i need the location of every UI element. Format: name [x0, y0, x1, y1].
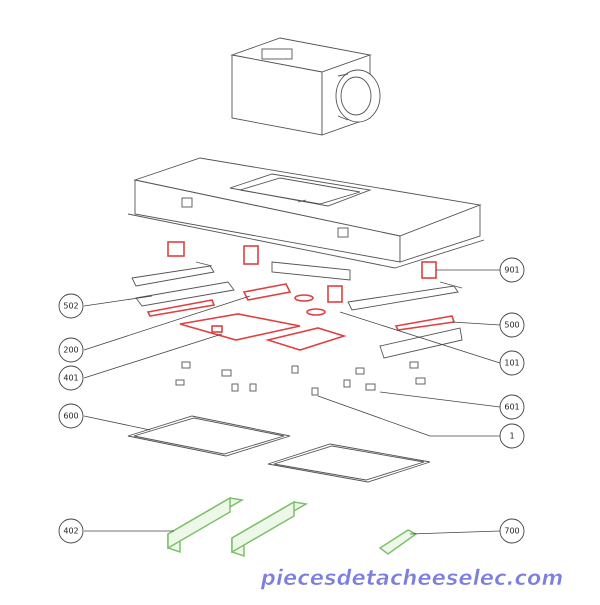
callout-700-label: 700 — [504, 527, 519, 536]
callout-401: 401 — [58, 365, 84, 391]
callout-601-label: 601 — [504, 403, 519, 412]
callout-700: 700 — [499, 518, 525, 544]
callout-500: 500 — [499, 312, 525, 338]
callout-402-label: 402 — [63, 527, 78, 536]
callout-601: 601 — [499, 394, 525, 420]
bottom-panels — [127, 415, 431, 483]
callout-502: 502 — [58, 293, 84, 319]
callout-401-label: 401 — [63, 374, 78, 383]
callout-502-label: 502 — [63, 302, 78, 311]
callout-500-label: 500 — [504, 321, 519, 330]
callout-200: 200 — [58, 337, 84, 363]
callout-901: 901 — [499, 257, 525, 283]
green-filters — [167, 496, 418, 558]
red-highlighted-parts — [146, 241, 456, 351]
side-trays — [135, 281, 463, 359]
callout-1: 1 — [499, 423, 525, 449]
hood-body — [127, 157, 485, 269]
callout-600: 600 — [58, 403, 84, 429]
watermark-text: piecesdetacheeselec.com — [260, 566, 563, 590]
support-rails — [131, 261, 463, 311]
callout-901-label: 901 — [504, 266, 519, 275]
callout-1-label: 1 — [509, 432, 514, 441]
callout-200-label: 200 — [63, 346, 78, 355]
leader-lines — [83, 269, 501, 535]
motor-box — [230, 37, 381, 136]
callout-600-label: 600 — [63, 412, 78, 421]
callout-101-label: 101 — [504, 359, 519, 368]
callout-402: 402 — [58, 518, 84, 544]
callout-101: 101 — [499, 350, 525, 376]
small-clips — [175, 361, 426, 396]
